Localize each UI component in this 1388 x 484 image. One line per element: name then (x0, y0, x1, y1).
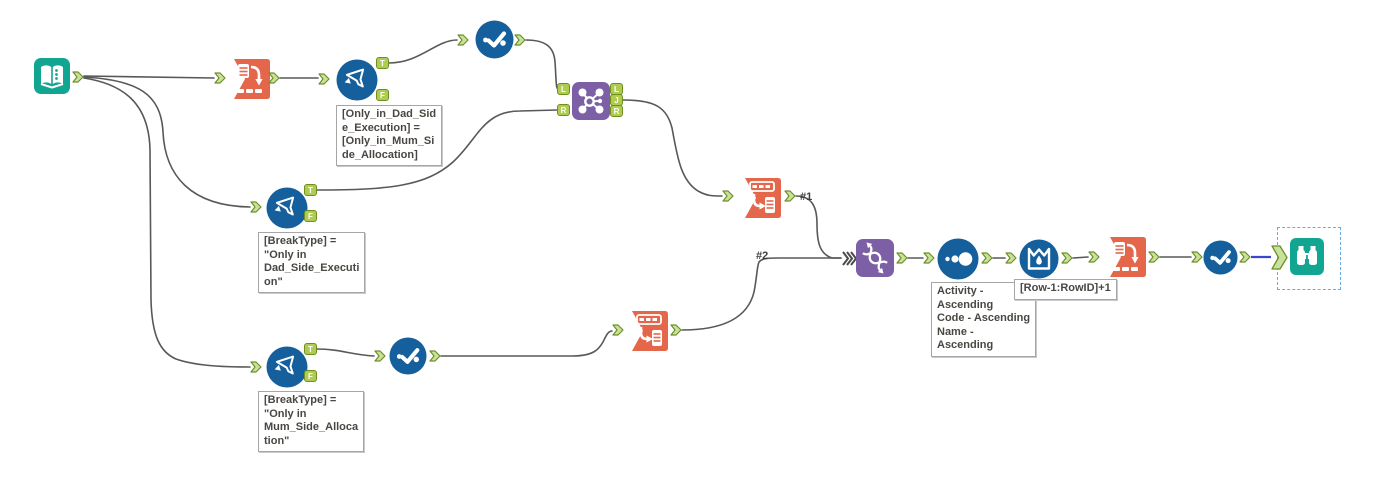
sort-input-anchor[interactable] (923, 252, 935, 264)
join-right-input-anchor[interactable]: R (557, 104, 570, 116)
filter-icon (266, 187, 308, 229)
union-tool[interactable] (856, 239, 894, 282)
select2-input-anchor[interactable] (374, 350, 386, 362)
connection-label-2: #2 (756, 250, 769, 262)
select-tool-1[interactable] (475, 20, 514, 64)
wire-input-to-filter2[interactable] (83, 76, 251, 208)
select-icon (1203, 240, 1238, 275)
wire-input-to-crosstab1[interactable] (83, 75, 215, 79)
filter3-input-anchor[interactable] (250, 361, 262, 373)
filter2-false-anchor[interactable]: F (304, 210, 317, 222)
wire-filter3T-to-select2[interactable] (316, 348, 375, 357)
cross-tab-icon (234, 59, 270, 99)
transpose2-input-anchor[interactable] (612, 324, 624, 336)
wire-joinJ-to-transpose1[interactable] (622, 99, 723, 197)
wire-select1-to-joinL[interactable] (525, 39, 558, 89)
filter2-true-anchor[interactable]: T (304, 184, 317, 196)
cross-tab-tool-1[interactable] (226, 57, 270, 106)
multi-row-formula-tool[interactable] (1019, 239, 1059, 284)
select-tool-2[interactable] (389, 337, 427, 380)
select1-input-anchor[interactable] (457, 34, 469, 46)
wire-filter2T-to-joinR[interactable] (316, 109, 558, 191)
filter-tool-1[interactable] (336, 59, 378, 106)
transpose-tool-1[interactable] (737, 176, 781, 225)
annotation-filter1[interactable]: [Only_in_Dad_Sid e_Execution] = [Only_in… (336, 105, 443, 166)
crosstab2-output-anchor[interactable] (1148, 251, 1160, 263)
browse-tool[interactable] (1290, 238, 1324, 281)
multi-row-formula-icon (1019, 239, 1059, 279)
select1-output-anchor[interactable] (514, 34, 526, 46)
select3-input-anchor[interactable] (1191, 251, 1203, 263)
join-icon (572, 82, 610, 120)
union-icon (856, 239, 894, 277)
transpose1-output-anchor[interactable] (784, 190, 796, 202)
transpose-icon (745, 178, 781, 218)
wire-select2-to-transpose2[interactable] (440, 330, 613, 357)
filter1-input-anchor[interactable] (318, 73, 330, 85)
transpose-tool-2[interactable] (624, 309, 668, 358)
filter-tool-2[interactable] (266, 187, 308, 234)
browse-input-anchor[interactable] (1271, 245, 1288, 270)
select2-output-anchor[interactable] (429, 350, 441, 362)
join-left-input-anchor[interactable]: L (557, 83, 570, 95)
annotation-multirow[interactable]: [Row-1:RowID]+1 (1014, 279, 1117, 300)
sort-icon (937, 238, 979, 280)
filter1-true-anchor[interactable]: T (376, 57, 389, 69)
wire-input-to-filter3[interactable] (83, 77, 251, 368)
wire-filter1T-to-select1[interactable] (388, 39, 458, 64)
filter-icon (336, 59, 378, 101)
filter3-false-anchor[interactable]: F (304, 370, 317, 382)
transpose-icon (632, 311, 668, 351)
annotation-filter3[interactable]: [BreakType] = "Only in Mum_Side_Alloca t… (258, 391, 365, 452)
filter1-false-anchor[interactable]: F (376, 89, 389, 101)
filter3-true-anchor[interactable]: T (304, 343, 317, 355)
multirow-output-anchor[interactable] (1061, 252, 1073, 264)
crosstab2-input-anchor[interactable] (1088, 251, 1100, 263)
input-data-icon (34, 58, 70, 94)
annotation-filter2[interactable]: [BreakType] = "Only in Dad_Side_Executi … (258, 232, 366, 293)
select-tool-3[interactable] (1203, 240, 1238, 280)
select-icon (475, 20, 514, 59)
filter2-input-anchor[interactable] (250, 201, 262, 213)
crosstab1-output-anchor[interactable] (268, 72, 280, 84)
wire-transpose2-to-union[interactable] (681, 257, 842, 331)
filter-icon (266, 346, 308, 388)
join-right-output-anchor[interactable]: R (610, 105, 623, 117)
wire-transpose1-to-union[interactable] (795, 195, 842, 259)
browse-binoculars-icon (1290, 238, 1324, 275)
sort-output-anchor[interactable] (981, 252, 993, 264)
input-data-output-anchor[interactable] (72, 71, 84, 83)
select-icon (389, 337, 427, 375)
select3-output-anchor[interactable] (1239, 251, 1251, 263)
join-tool[interactable] (572, 82, 610, 125)
join-join-output-anchor[interactable]: J (610, 94, 623, 106)
union-multi-input-anchor[interactable] (841, 250, 858, 267)
transpose1-input-anchor[interactable] (722, 190, 734, 202)
wire-multirow-to-crosstab2[interactable] (1072, 256, 1089, 259)
union-output-anchor[interactable] (896, 252, 908, 264)
connection-label-1: #1 (800, 191, 813, 203)
cross-tab-tool-2[interactable] (1102, 235, 1146, 284)
crosstab1-input-anchor[interactable] (214, 72, 226, 84)
transpose2-output-anchor[interactable] (670, 324, 682, 336)
cross-tab-icon (1110, 237, 1146, 277)
filter-tool-3[interactable] (266, 346, 308, 393)
sort-tool[interactable] (937, 238, 979, 285)
input-data-tool[interactable] (34, 58, 70, 99)
multirow-input-anchor[interactable] (1005, 252, 1017, 264)
